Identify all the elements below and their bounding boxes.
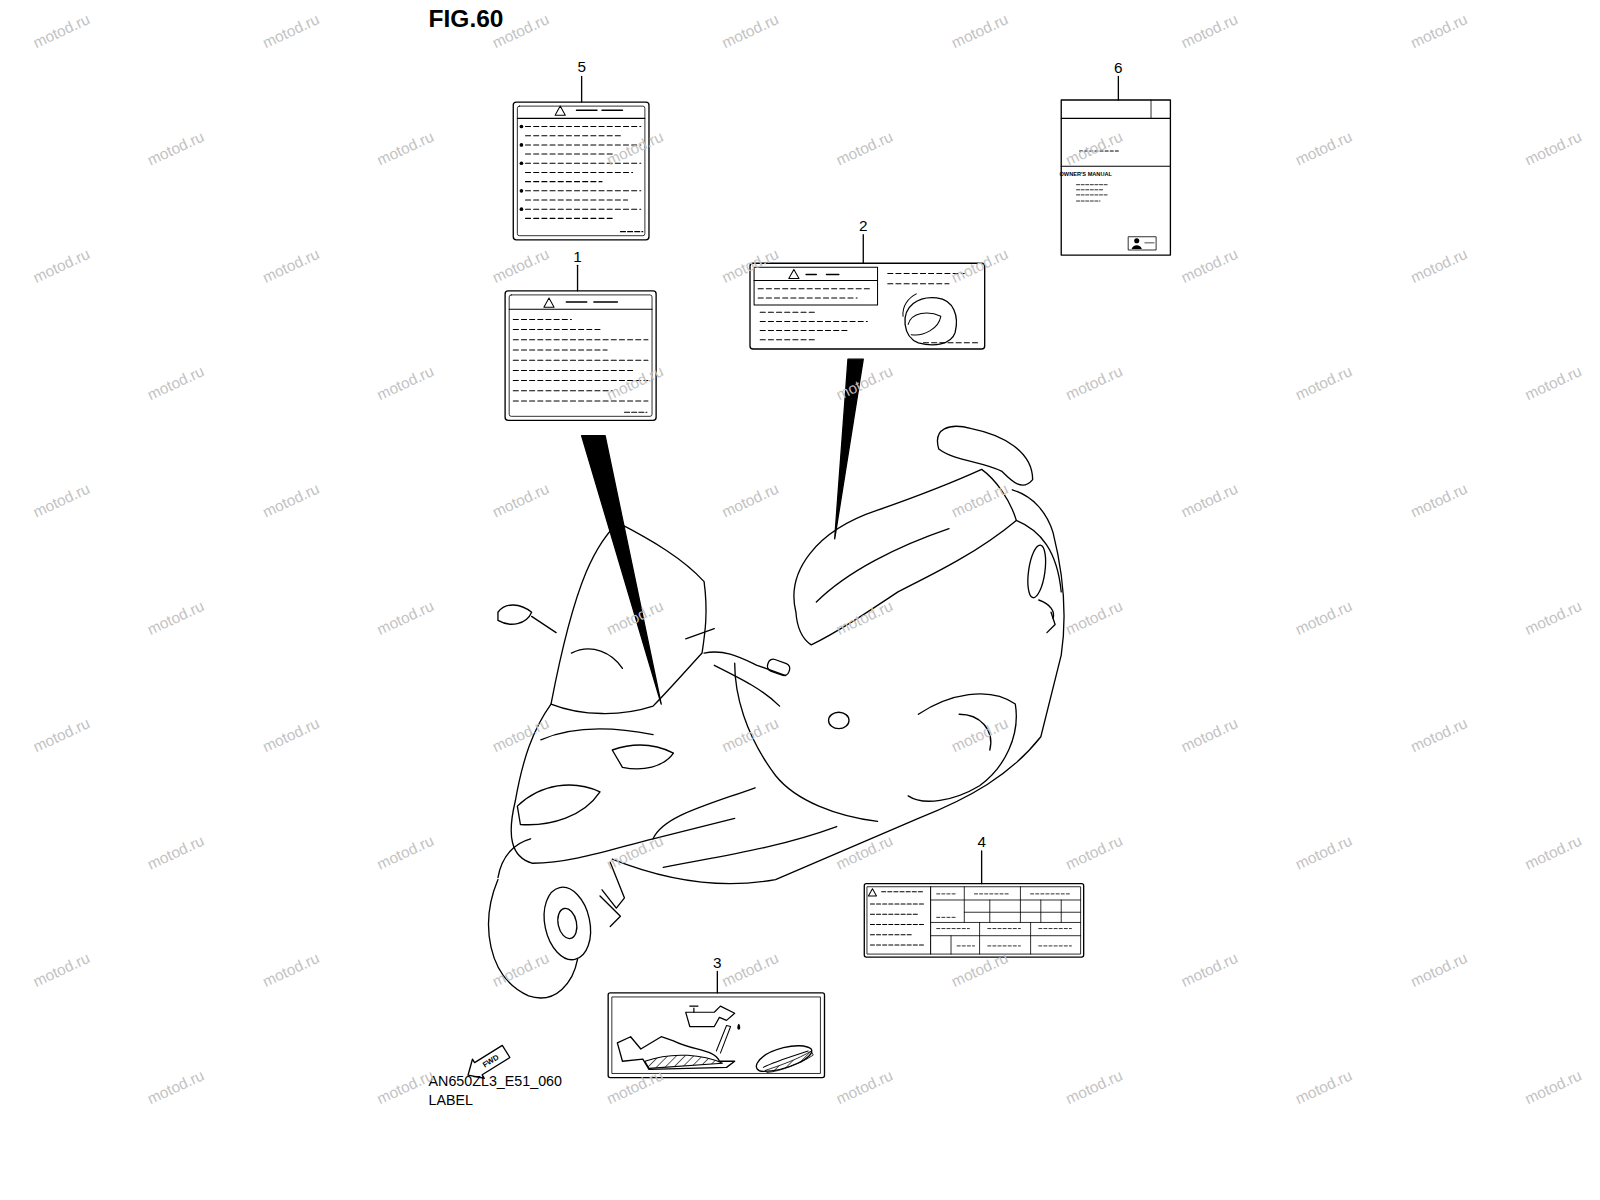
- drawing-code: AN650ZL3_E51_060: [429, 1073, 562, 1087]
- watermark: motod.ru: [1293, 1067, 1354, 1106]
- watermark: motod.ru: [374, 598, 435, 637]
- watermark: motod.ru: [260, 246, 321, 285]
- watermark: motod.ru: [1063, 128, 1124, 167]
- watermark: motod.ru: [1293, 598, 1354, 637]
- watermark: motod.ru: [949, 950, 1010, 989]
- watermark: motod.ru: [949, 246, 1010, 285]
- watermark: motod.ru: [719, 715, 780, 754]
- watermark: motod.ru: [490, 715, 551, 754]
- watermark: motod.ru: [490, 480, 551, 519]
- watermark: motod.ru: [1408, 715, 1469, 754]
- callout-number: 4: [977, 834, 986, 849]
- callout-number: 1: [573, 248, 582, 263]
- watermark: motod.ru: [260, 950, 321, 989]
- watermark: motod.ru: [1063, 1067, 1124, 1106]
- watermark: motod.ru: [1063, 832, 1124, 871]
- callout-number: 3: [713, 955, 722, 970]
- watermark: motod.ru: [31, 950, 92, 989]
- watermark: motod.ru: [145, 1067, 206, 1106]
- watermark: motod.ru: [1063, 363, 1124, 402]
- watermark: motod.ru: [490, 246, 551, 285]
- watermark: motod.ru: [31, 480, 92, 519]
- watermark: motod.ru: [719, 950, 780, 989]
- watermark: motod.ru: [1179, 715, 1240, 754]
- watermark: motod.ru: [1408, 11, 1469, 50]
- watermark: motod.ru: [1522, 128, 1583, 167]
- watermark: motod.ru: [374, 128, 435, 167]
- watermark: motod.ru: [490, 950, 551, 989]
- watermark: motod.ru: [834, 128, 895, 167]
- watermark: motod.ru: [1522, 832, 1583, 871]
- watermark: motod.ru: [834, 598, 895, 637]
- watermark: motod.ru: [31, 11, 92, 50]
- callout-number: 2: [859, 218, 868, 233]
- watermark: motod.ru: [374, 363, 435, 402]
- watermark: motod.ru: [374, 1067, 435, 1106]
- callout-number: 5: [577, 59, 586, 74]
- watermark: motod.ru: [834, 1067, 895, 1106]
- watermark: motod.ru: [949, 480, 1010, 519]
- watermark: motod.ru: [260, 480, 321, 519]
- watermark: motod.ru: [1063, 598, 1124, 637]
- watermark: motod.ru: [1522, 363, 1583, 402]
- watermark: motod.ru: [1293, 128, 1354, 167]
- watermark: motod.ru: [1179, 480, 1240, 519]
- watermark: motod.ru: [1293, 832, 1354, 871]
- watermark: motod.ru: [719, 11, 780, 50]
- figure-name: LABEL: [429, 1093, 473, 1107]
- watermark: motod.ru: [145, 363, 206, 402]
- label-text: OWNER'S MANUAL: [1059, 172, 1111, 178]
- watermark: motod.ru: [1522, 598, 1583, 637]
- watermark: motod.ru: [1179, 11, 1240, 50]
- watermark: motod.ru: [1408, 950, 1469, 989]
- watermark: motod.ru: [260, 715, 321, 754]
- watermark: motod.ru: [374, 832, 435, 871]
- watermark: motod.ru: [31, 246, 92, 285]
- watermark: motod.ru: [949, 11, 1010, 50]
- watermark: motod.ru: [834, 832, 895, 871]
- watermark: motod.ru: [145, 128, 206, 167]
- watermark: motod.ru: [719, 480, 780, 519]
- watermark: motod.ru: [31, 715, 92, 754]
- watermark: motod.ru: [145, 832, 206, 871]
- watermark: motod.ru: [1408, 246, 1469, 285]
- watermark: motod.ru: [1293, 363, 1354, 402]
- watermark: motod.ru: [1408, 480, 1469, 519]
- callout-number: 6: [1114, 60, 1123, 75]
- watermark: motod.ru: [604, 128, 665, 167]
- watermark: motod.ru: [604, 1067, 665, 1106]
- watermark: motod.ru: [145, 598, 206, 637]
- watermark: motod.ru: [1179, 950, 1240, 989]
- watermark: motod.ru: [1522, 1067, 1583, 1106]
- watermark: motod.ru: [834, 363, 895, 402]
- watermark: motod.ru: [1179, 246, 1240, 285]
- watermark: motod.ru: [604, 832, 665, 871]
- watermark: motod.ru: [260, 11, 321, 50]
- figure-title: FIG.60: [429, 6, 504, 30]
